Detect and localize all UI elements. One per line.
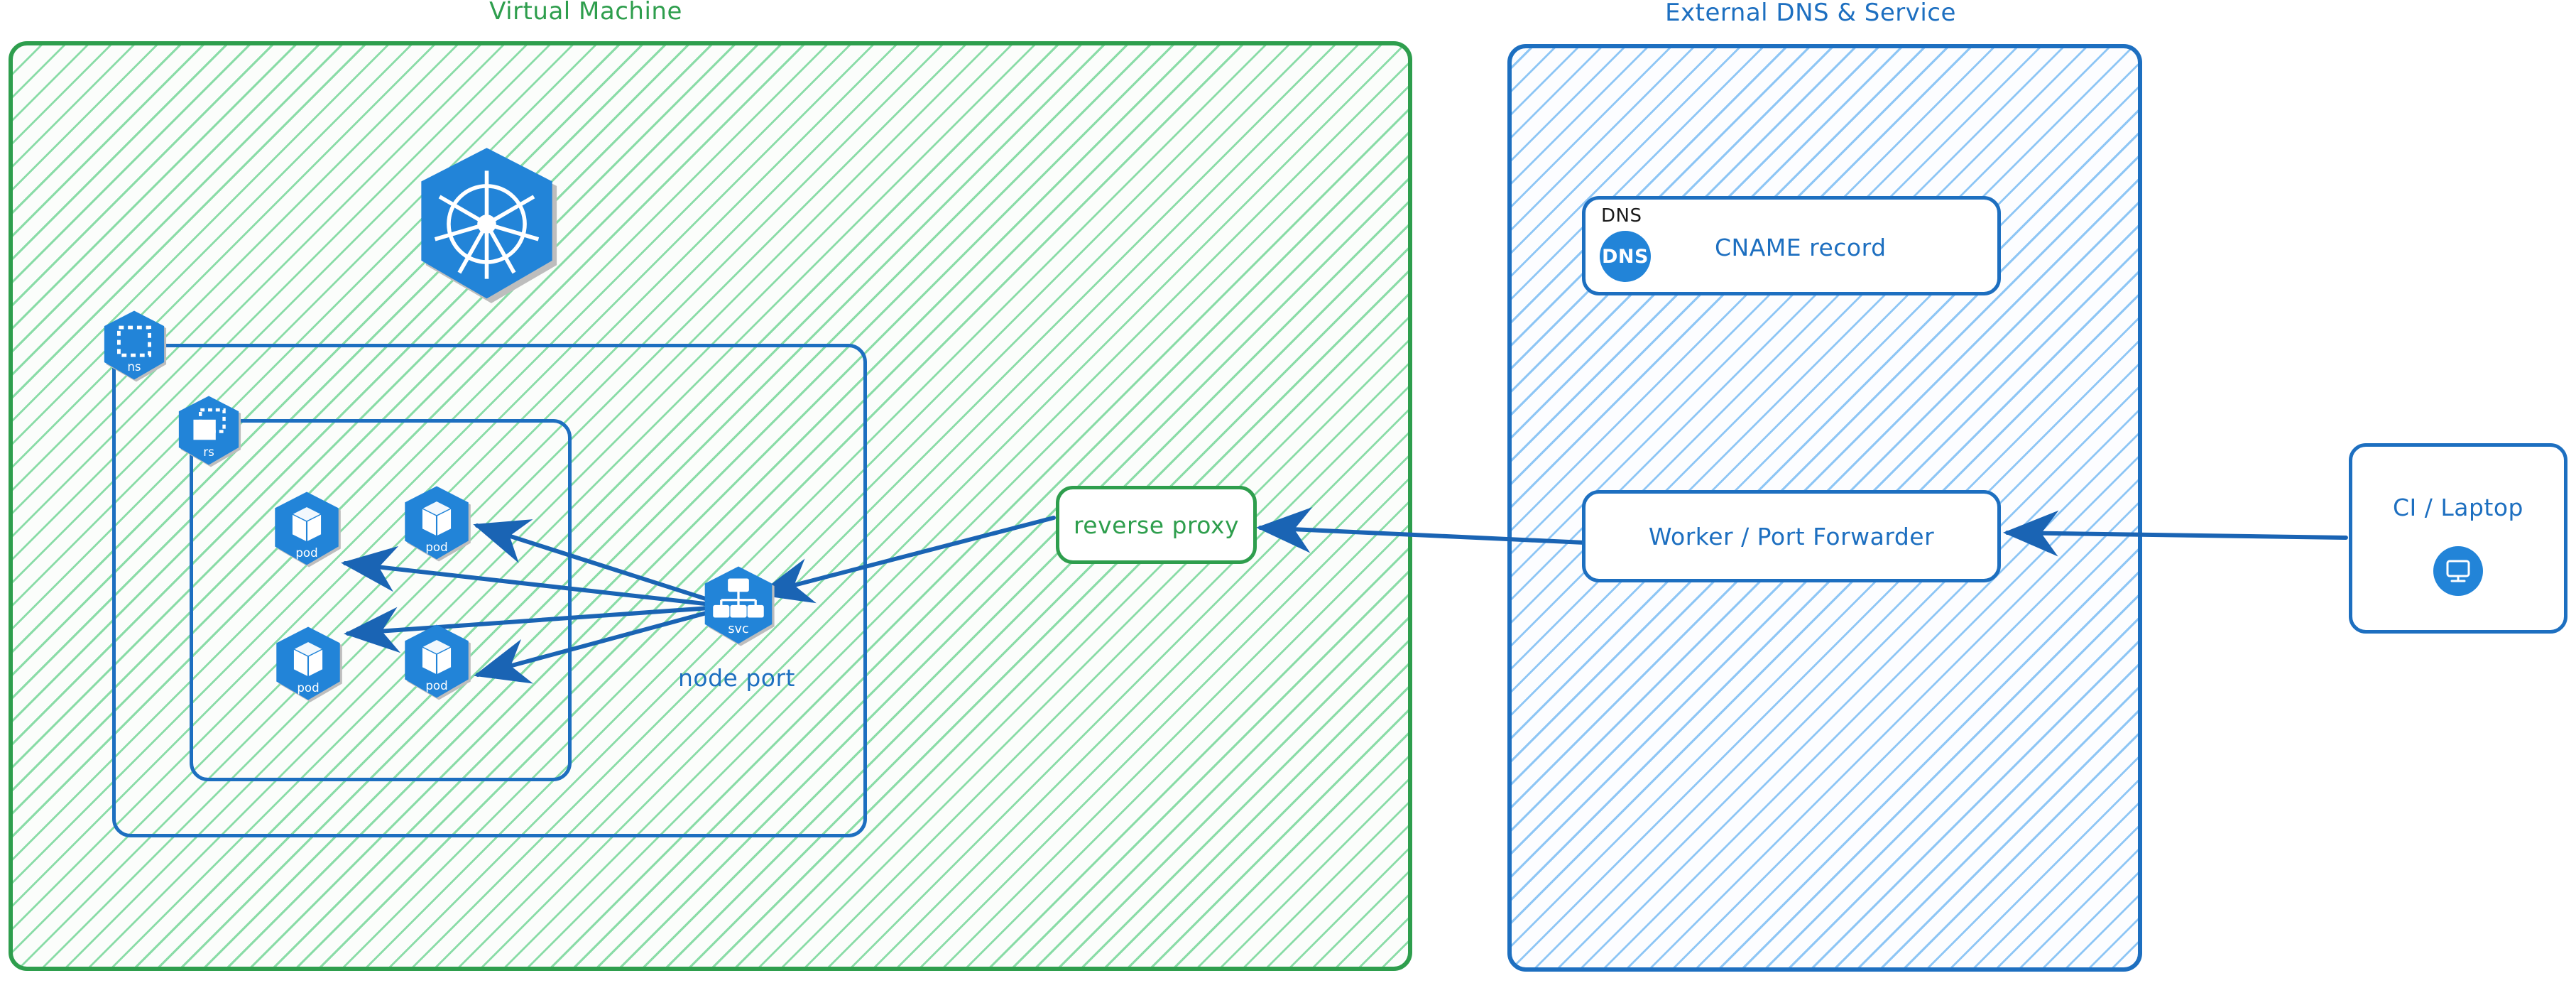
replicaset-rect[interactable] [190,419,572,781]
worker-port-forwarder-label: Worker / Port Forwarder [1648,522,1935,550]
cname-record-label: CNAME record [1715,234,1887,261]
monitor-icon [2433,546,2483,596]
svg-text:pod: pod [425,679,447,693]
reverse-proxy-box[interactable]: reverse proxy [1056,486,1257,564]
ci-laptop-label: CI / Laptop [2392,494,2524,521]
svg-text:svc: svc [728,622,748,636]
svg-text:pod: pod [297,681,319,695]
vm-group-title: Virtual Machine [489,0,682,26]
worker-port-forwarder-box[interactable]: Worker / Port Forwarder [1582,490,2001,582]
pod-icon-3[interactable]: pod [271,625,345,703]
service-icon[interactable]: svc [699,565,777,647]
node-port-label: node port [678,664,795,692]
ci-laptop-box[interactable]: CI / Laptop [2349,443,2567,634]
pod-icon-1[interactable]: pod [270,490,344,568]
dns-cname-card[interactable]: DNS DNS CNAME record [1582,196,2001,295]
pod-icon-2[interactable]: pod [400,484,474,563]
svg-text:ns: ns [127,360,141,374]
replicaset-icon[interactable]: rs [174,394,244,468]
dns-corner-label: DNS [1601,205,1642,227]
svg-text:pod: pod [425,541,447,554]
svg-text:pod: pod [295,546,317,560]
dns-icon: DNS [1600,231,1651,282]
pod-icon-4[interactable]: pod [400,623,474,701]
external-group-title: External DNS & Service [1665,0,1956,27]
reverse-proxy-label: reverse proxy [1073,511,1240,539]
kubernetes-logo [410,145,563,305]
svg-text:rs: rs [203,445,214,459]
namespace-icon[interactable]: ns [99,309,169,383]
